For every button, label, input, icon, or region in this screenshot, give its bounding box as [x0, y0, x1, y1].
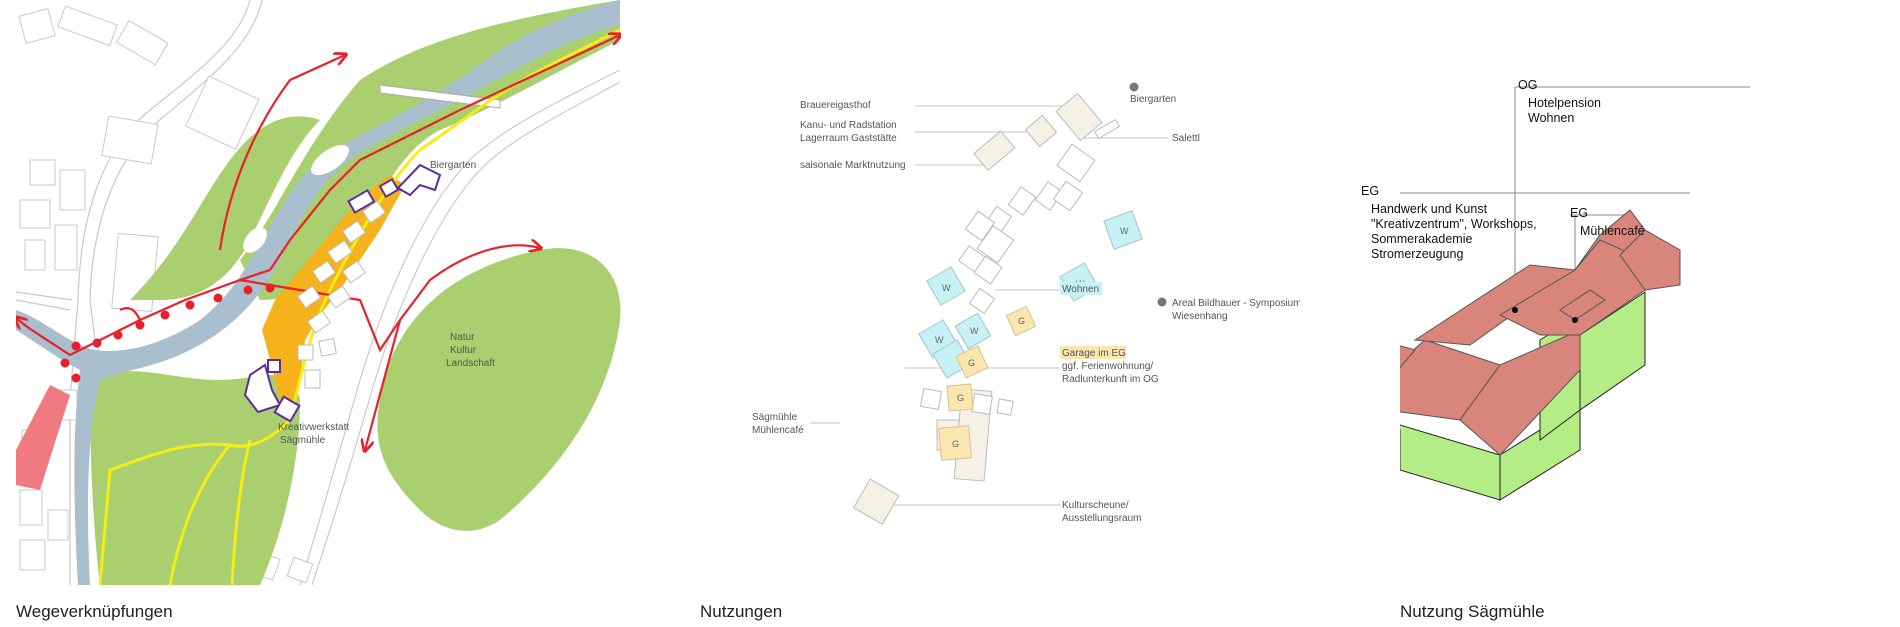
meadow-north	[240, 0, 620, 300]
label-kreativwerkstatt: Kreativwerkstatt	[278, 422, 349, 433]
garage-marker: G	[1018, 316, 1025, 326]
river-island	[243, 227, 267, 253]
eg-left-label-kreativzentrum: "Kreativzentrum", Workshops,	[1371, 217, 1537, 231]
label-muehlencafe: Mühlencafé	[752, 425, 804, 436]
og-label-hotelpension: Hotelpension	[1528, 96, 1601, 110]
wohnen-marker: W	[1120, 226, 1129, 236]
og-tag: OG	[1518, 78, 1538, 92]
eg-left-tag: EG	[1361, 184, 1380, 198]
label-kulturscheune: Kulturscheune/	[1062, 500, 1129, 511]
uses-diagram: W W W W W G G G G Brauereigasthof Kanu- …	[752, 82, 1302, 525]
uses-panel: W W W W W G G G G Brauereigasthof Kanu- …	[700, 0, 1302, 627]
label-salettl: Salettl	[1172, 133, 1200, 144]
label-marktnutzung: saisonale Marktnutzung	[800, 160, 906, 171]
caption-nutzungen: Nutzungen	[700, 602, 783, 621]
meadow-natur	[377, 248, 621, 531]
label-wiesenhang: Wiesenhang	[1172, 311, 1228, 322]
eg-left-label-handwerk: Handwerk und Kunst	[1371, 202, 1488, 216]
village-buildings	[296, 200, 387, 389]
eg-right-pointer-dot	[1572, 317, 1578, 323]
label-lagerraum: Lagerraum Gaststätte	[800, 133, 897, 144]
biergarten-dot	[1129, 82, 1139, 92]
building-roof	[1348, 209, 1681, 456]
label-ferienwohnung: ggf. Ferienwohnung/	[1062, 361, 1153, 372]
garage-label-bg	[1060, 346, 1126, 359]
river	[16, 0, 620, 585]
label-saegmuehle: Sägmühle	[752, 412, 797, 423]
saegmuehle-panel	[1348, 0, 1900, 627]
label-wohnen: Wohnen	[1062, 284, 1099, 295]
areal-dot	[1157, 297, 1167, 307]
wohnen-marker: W	[970, 326, 979, 336]
label-ausstellungsraum: Ausstellungsraum	[1062, 513, 1141, 524]
og-pointer-dot	[1512, 307, 1518, 313]
label-saegmuehle: Sägmühle	[280, 435, 325, 446]
meadow-south	[90, 371, 300, 585]
bridge	[379, 84, 501, 109]
saegmuehle-axonometry	[1348, 86, 1750, 501]
label-biergarten: Biergarten	[1130, 94, 1176, 105]
label-radlunterkunft: Radlunterkunft im OG	[1062, 374, 1159, 385]
eg-left-label-stromerzeugung: Stromerzeugung	[1371, 247, 1464, 261]
street-lines	[16, 0, 621, 585]
wohnen-marker: W	[935, 335, 944, 345]
caption-nutzung-saegmuehle: Nutzung Sägmühle	[1400, 602, 1545, 621]
red-path-dots	[60, 283, 275, 383]
white-buildings	[919, 118, 1121, 416]
highlighted-buildings	[243, 163, 442, 423]
label-biergarten: Biergarten	[430, 160, 476, 171]
garage-marker: G	[968, 358, 975, 368]
label-garage: Garage im EG	[1062, 348, 1126, 359]
path-network-map: Biergarten Natur Kultur Landschaft Kreat…	[16, 0, 640, 585]
label-natur: Natur	[450, 332, 475, 343]
meadow-west-bank	[130, 116, 320, 300]
wohnen-label-bg	[1060, 282, 1102, 295]
og-label-wohnen: Wohnen	[1528, 111, 1575, 125]
eg-right-tag: EG	[1570, 206, 1589, 220]
red-paths	[16, 35, 620, 450]
eg-right-label-muehlencafe: Mühlencafé	[1580, 224, 1645, 238]
label-kanu-station: Kanu- und Radstation	[800, 120, 897, 131]
garage-buildings	[938, 305, 1037, 461]
label-brauereigasthof: Brauereigasthof	[800, 100, 871, 111]
caption-wegeverknuepfungen: Wegeverknüpfungen	[16, 602, 173, 621]
path-connections-panel: Biergarten Natur Kultur Landschaft Kreat…	[0, 0, 640, 627]
eg-left-label-sommerakademie: Sommerakademie	[1371, 232, 1473, 246]
label-kultur: Kultur	[450, 345, 477, 356]
river-island	[311, 144, 349, 176]
garage-marker: G	[957, 393, 964, 403]
label-areal-bildhauer: Areal Bildhauer - Symposium	[1172, 298, 1300, 309]
wohnen-marker: W	[942, 283, 951, 293]
red-road-segment	[16, 385, 70, 490]
label-landschaft: Landschaft	[446, 358, 495, 369]
garage-marker: G	[952, 439, 959, 449]
